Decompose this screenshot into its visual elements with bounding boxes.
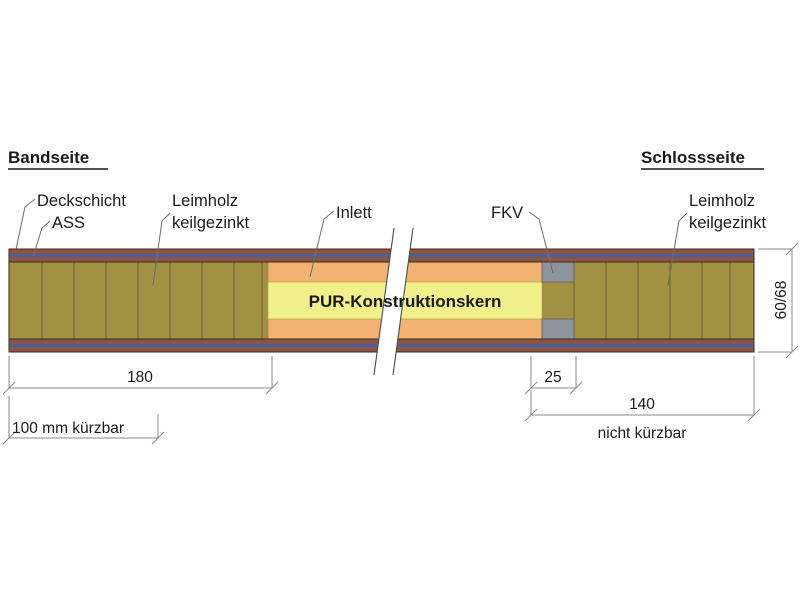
callout-leimholz-right: Leimholz keilgezinkt: [667, 192, 766, 286]
dimension-nicht-kuerzbar-value: nicht kürzbar: [598, 425, 687, 442]
title-schlossseite: Schlossseite: [641, 148, 745, 167]
title-bandseite: Bandseite: [8, 148, 89, 167]
callout-inlett-label: Inlett: [336, 204, 372, 222]
wood-block-right: [542, 262, 754, 339]
fkv-inserts: [541, 261, 575, 340]
ass-layer-top: [9, 254, 754, 257]
callout-inlett: Inlett: [309, 204, 372, 278]
callout-fkv-label: FKV: [491, 204, 523, 222]
callout-leimholz-right-line2: keilgezinkt: [689, 214, 766, 232]
wood-block-left: [9, 262, 268, 339]
dimension-180: 180: [2, 356, 279, 395]
panel-cross-section: [8, 227, 755, 376]
dimension-thickness: 60/68: [758, 242, 799, 359]
deckschicht-top: [9, 249, 754, 254]
dimension-180-value: 180: [127, 369, 153, 386]
dimension-100-kuerzbar-value: 100 mm kürzbar: [12, 420, 124, 437]
callout-ass-label: ASS: [52, 214, 85, 232]
break-line-symbol: [373, 227, 414, 376]
dimension-100-kuerzbar: 100 mm kürzbar: [2, 396, 165, 445]
callout-leimholz-left: Leimholz keilgezinkt: [152, 192, 249, 286]
pur-core-label: PUR-Konstruktionskern: [309, 292, 502, 311]
title-bandseite-group: Bandseite: [8, 148, 108, 170]
dimension-25: 25: [524, 356, 583, 395]
callout-leimholz-left-line2: keilgezinkt: [172, 214, 249, 232]
callout-deckschicht-label: Deckschicht: [37, 192, 126, 210]
callout-fkv: FKV: [491, 204, 554, 274]
deckschicht-top-inner: [9, 257, 754, 262]
callout-ass: ASS: [32, 214, 85, 258]
dimension-140-value: 140: [629, 396, 655, 413]
callout-leimholz-right-line1: Leimholz: [689, 192, 755, 210]
dimension-140: 140: [524, 356, 761, 422]
dimension-25-value: 25: [544, 369, 561, 386]
callout-leimholz-left-line1: Leimholz: [172, 192, 238, 210]
callout-deckschicht: Deckschicht: [15, 192, 126, 250]
dimension-thickness-value: 60/68: [773, 281, 790, 320]
title-schlossseite-group: Schlossseite: [641, 148, 764, 170]
facing-stack-top: [9, 249, 754, 262]
fkv-lower: [541, 318, 575, 340]
fkv-upper: [541, 261, 575, 283]
inlett-lower: [267, 318, 543, 340]
